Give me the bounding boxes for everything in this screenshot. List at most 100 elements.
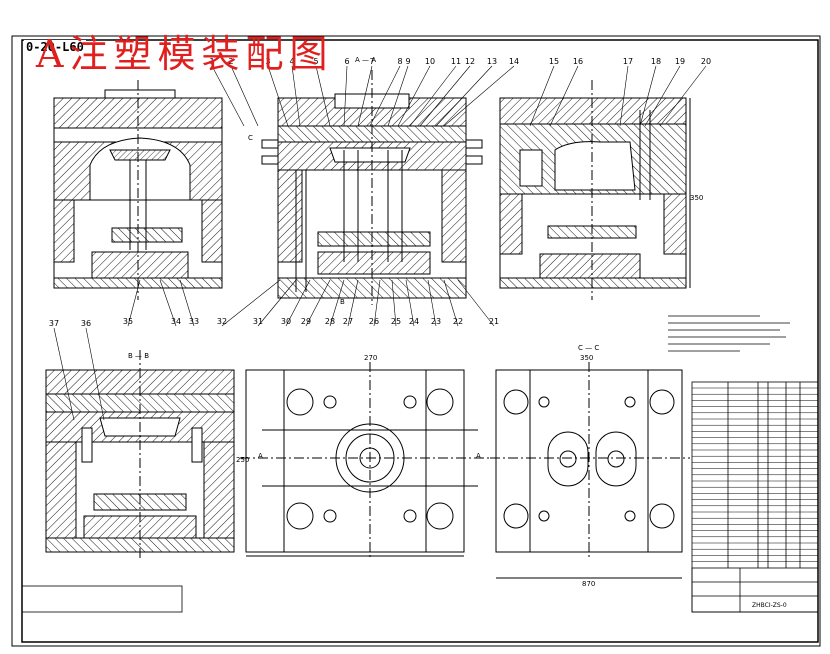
callout-35: 35 [123, 317, 133, 326]
callout-19: 19 [675, 57, 685, 66]
callout-14-leader [443, 65, 515, 127]
callout-2-leader [230, 65, 259, 127]
callout-32: 32 [217, 317, 227, 326]
callout-21: 21 [489, 317, 499, 326]
callout-24-leader [405, 279, 415, 327]
section-marker-a-left: A [258, 452, 263, 460]
dimension-plan-height: 250 [236, 456, 249, 464]
callout-9: 9 [405, 57, 410, 66]
callout-14: 14 [509, 57, 519, 66]
callout-31: 31 [253, 317, 263, 326]
outer-border [11, 35, 821, 647]
dimension-plan2-width: 350 [580, 354, 593, 362]
callout-15: 15 [549, 57, 559, 66]
callout-5-leader [315, 65, 331, 127]
callout-17: 17 [623, 57, 633, 66]
callout-22: 22 [453, 317, 463, 326]
callout-13: 13 [487, 57, 497, 66]
parts-list-rows [692, 387, 818, 562]
section-marker-a-right: A [476, 452, 481, 460]
callout-15-leader [529, 65, 555, 127]
technical-notes [668, 315, 790, 352]
callout-11-leader [409, 65, 457, 127]
section-label-aa: A — A [355, 56, 376, 64]
callout-30-leader [285, 279, 311, 327]
callout-37-leader [53, 327, 75, 421]
callout-35-leader [127, 279, 141, 327]
callout-25: 25 [391, 317, 401, 326]
callout-10-leader [397, 65, 431, 127]
section-label-bb: B — B [128, 352, 149, 360]
callout-23-leader [427, 279, 437, 327]
title-block-code: ZHBCI-ZS-0 [752, 602, 787, 609]
callout-3: 3 [265, 57, 270, 66]
callout-1-leader [211, 65, 245, 127]
callout-33: 33 [189, 317, 199, 326]
plan-view-fixed-half [490, 362, 690, 579]
callout-18: 18 [651, 57, 661, 66]
callout-4-leader [291, 65, 301, 127]
callout-33-leader [179, 279, 195, 327]
callout-28-leader [329, 279, 345, 327]
parts-list-table [691, 381, 819, 613]
callout-12-leader [419, 65, 471, 127]
callout-8-leader [369, 65, 401, 127]
callout-19-leader [644, 65, 681, 127]
section-marker-b: B [340, 298, 345, 306]
inner-border [21, 39, 819, 643]
callout-25-leader [391, 279, 397, 327]
main-section-view [261, 70, 483, 305]
callout-9-leader [387, 65, 409, 127]
callout-12: 12 [465, 57, 475, 66]
callout-30: 30 [281, 317, 291, 326]
callout-5: 5 [313, 57, 318, 66]
callout-7: 7 [369, 57, 374, 66]
callout-7-leader [357, 65, 373, 127]
side-section-view-left [53, 80, 223, 300]
callout-27: 27 [343, 317, 353, 326]
plan-view-moving-half [240, 362, 500, 560]
callout-1: 1 [209, 57, 214, 66]
callout-6-leader [343, 65, 348, 127]
callout-34-leader [159, 279, 177, 327]
callout-6: 6 [344, 57, 349, 66]
dimension-plan-width: 270 [364, 354, 377, 362]
callout-22-leader [443, 279, 459, 327]
callout-8: 8 [397, 57, 402, 66]
callout-16: 16 [573, 57, 583, 66]
drawing-title-overlay: A注塑模装配图 [36, 32, 334, 76]
callout-31-leader [257, 279, 297, 327]
callout-29-leader [305, 279, 331, 327]
callout-13-leader [435, 65, 493, 127]
callout-10: 10 [425, 57, 435, 66]
callout-24: 24 [409, 317, 419, 326]
callout-34: 34 [171, 317, 181, 326]
section-bb-view [45, 350, 235, 560]
callout-32-leader [221, 279, 281, 327]
callout-36-leader [85, 327, 105, 421]
title-block [21, 567, 819, 613]
callout-26: 26 [369, 317, 379, 326]
callout-28: 28 [325, 317, 335, 326]
callout-27-leader [347, 279, 359, 327]
callout-11: 11 [451, 57, 461, 66]
callout-16-leader [549, 65, 579, 127]
callout-37: 37 [49, 319, 59, 328]
callout-36: 36 [81, 319, 91, 328]
side-section-view-right [499, 80, 691, 300]
callout-23: 23 [431, 317, 441, 326]
dimension-side-height: 350 [690, 194, 703, 202]
callout-17-leader [619, 65, 629, 127]
dimension-overall-width: 870 [582, 580, 595, 588]
callout-29: 29 [301, 317, 311, 326]
callout-18-leader [639, 65, 657, 127]
callout-2: 2 [228, 57, 233, 66]
section-marker-c: C [248, 134, 253, 142]
section-label-cc: C — C [578, 344, 599, 352]
callout-21-leader [457, 279, 495, 327]
callout-20: 20 [701, 57, 711, 66]
callout-4: 4 [289, 57, 294, 66]
callout-3-leader [267, 65, 289, 127]
